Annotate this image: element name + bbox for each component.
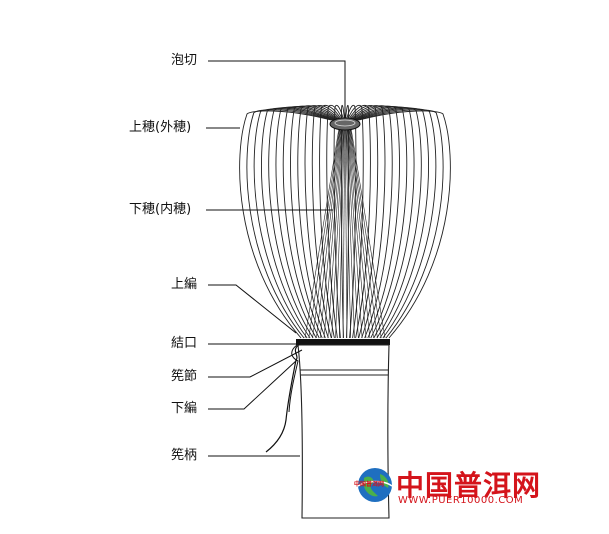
leader-upper-weave [208,284,297,334]
label-node: 筅節 [171,369,198,384]
outer-tine [354,107,422,339]
inner-tine [350,127,382,339]
inner-tine [316,127,341,339]
inner-tine [323,127,343,339]
inner-tine [348,127,371,339]
outer-tine [352,105,408,339]
label-inner-tines: 下穂(内穂) [129,202,192,217]
inner-tine [331,127,344,339]
outer-tine [351,105,393,339]
label-outer-tines: 上穂(外穂) [129,120,192,135]
outer-tine [282,105,338,339]
inner-tine [349,127,374,339]
inner-tine [347,127,363,339]
outer-tine [239,110,332,339]
outer-tine [358,110,451,339]
inner-tine [339,127,345,339]
outer-tine [297,105,339,339]
watermark-name: 中国普洱网 [396,469,542,502]
inner-tine [312,127,341,339]
label-handle: 筅柄 [171,448,198,463]
outer-tine [290,105,339,339]
outer-tine [268,107,336,339]
leader-lines [206,60,346,457]
inner-tine [304,127,340,339]
inner-tine [308,127,340,339]
inner-tine [350,127,386,339]
label-knot: 結口 [171,336,198,351]
outer-tine [357,109,444,339]
outer-tine [253,108,334,339]
knot-band [296,339,390,345]
outer-tine [275,106,337,339]
outer-tine [326,104,344,339]
watermark: 中国普洱网 中国普洱网 WWW.PUER10000.COM [352,462,562,510]
leader-node [208,349,303,378]
inner-tine [349,127,378,339]
outer-tines [239,104,451,339]
weave-thread-2 [288,344,299,413]
label-upper-weave: 上編 [171,277,198,292]
watermark-url: WWW.PUER10000.COM [398,495,524,506]
watermark-globe-text: 中国普洱网 [354,481,385,488]
inner-tine [347,127,367,339]
outer-tine [355,107,429,339]
label-awagiri: 泡切 [171,53,198,68]
outer-tine [261,107,335,339]
outer-tine [346,104,364,339]
inner-tine [319,127,342,339]
inner-tine [346,127,355,339]
inner-tine [335,127,344,339]
globe-icon [357,468,393,502]
awagiri-knot-highlight [334,119,356,127]
inner-tines [304,127,386,339]
leader-awagiri [208,60,346,118]
inner-tine [345,127,351,339]
outer-tine [348,104,371,339]
inner-tine [346,127,359,339]
inner-tine [342,127,346,339]
outer-tine [351,105,400,339]
inner-tine [344,127,348,339]
outer-tine [356,108,437,339]
outer-tine [333,104,345,339]
label-lower-weave: 下編 [171,401,198,416]
inner-tine [327,127,343,339]
outer-tine [353,106,415,339]
leader-lower-weave [208,359,298,410]
outer-tine [345,104,357,339]
